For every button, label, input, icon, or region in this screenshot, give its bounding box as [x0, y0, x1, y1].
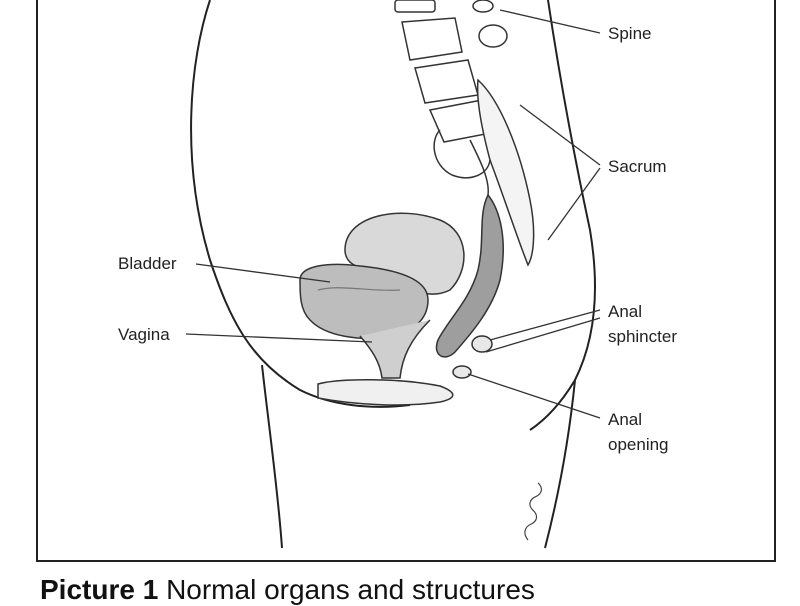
caption-number: Picture 1	[40, 574, 159, 605]
label-anal-opening-line1: Anal	[608, 410, 643, 429]
label-anal-sphincter-line1: Anal	[608, 302, 643, 321]
leader-vagina	[185, 333, 373, 343]
thigh-front	[261, 364, 283, 549]
thigh-back	[544, 379, 576, 549]
label-anal-opening-line2: opening	[608, 435, 669, 454]
label-spine: Spine	[608, 24, 652, 43]
leader-spine	[499, 9, 601, 34]
leader-sphincter-2	[485, 317, 601, 353]
leader-sacrum-1	[519, 104, 601, 166]
caption-text: Normal organs and structures	[166, 574, 535, 605]
anal-opening-shape	[452, 365, 472, 379]
rectum	[435, 193, 504, 358]
sphincter-shape	[471, 335, 493, 353]
vaginal-canal	[359, 319, 431, 379]
label-bladder: Bladder	[118, 254, 177, 273]
body-outline	[190, 0, 411, 408]
label-sacrum: Sacrum	[608, 157, 667, 176]
leader-sacrum-2	[547, 167, 601, 241]
label-vagina: Vagina	[118, 325, 170, 344]
leader-sphincter-1	[489, 309, 601, 341]
leader-opening	[467, 373, 601, 419]
figure-caption: Picture 1 Normal organs and structures	[40, 574, 535, 606]
buttock-outline	[529, 0, 596, 431]
leader-bladder	[195, 263, 331, 283]
artist-signature	[524, 482, 542, 541]
bladder-organ	[299, 263, 429, 339]
sacrum-shape	[476, 78, 535, 267]
label-anal-sphincter-line2: sphincter	[608, 327, 677, 346]
